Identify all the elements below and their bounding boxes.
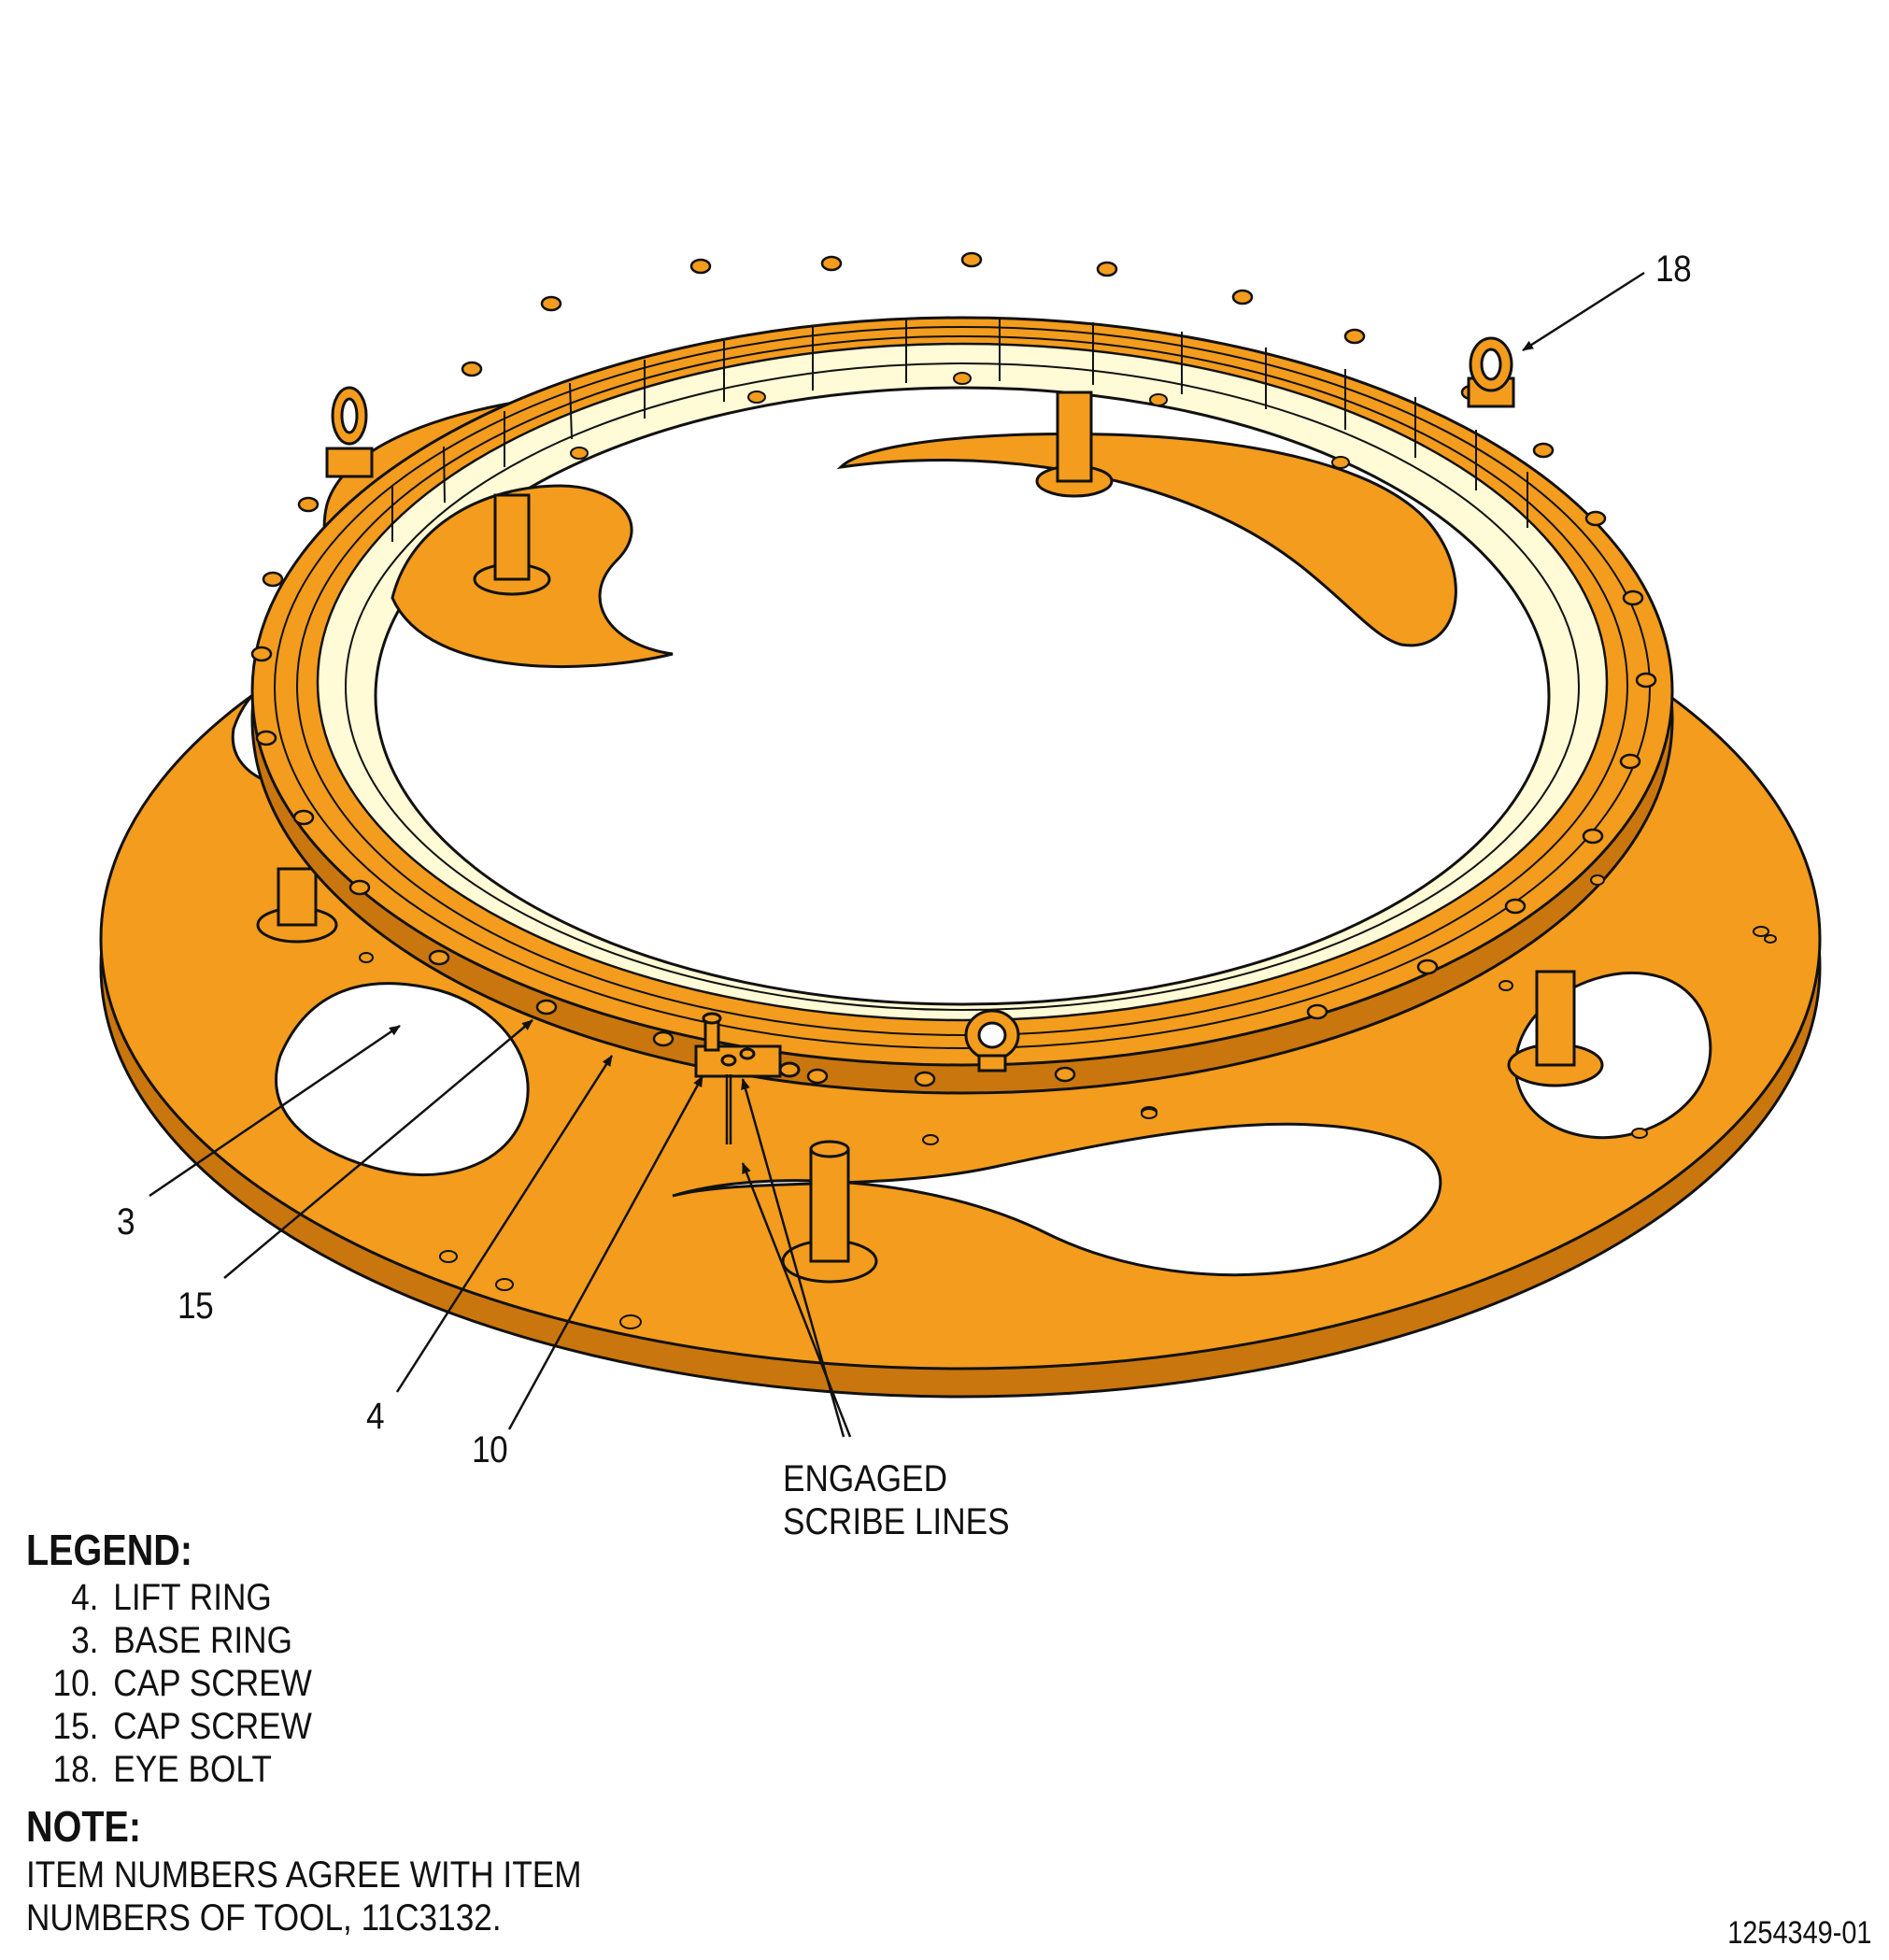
cap-screws (250, 251, 1657, 1087)
scribe-block (694, 1012, 801, 1144)
inner-plate (391, 391, 1457, 668)
legend-item-number: 4. (71, 1577, 99, 1618)
segment-divisions (391, 318, 1528, 542)
callout-4: 4 (366, 1396, 385, 1437)
callout-15: 15 (178, 1285, 214, 1327)
legend-heading: LEGEND: (26, 1526, 193, 1574)
legend-item: 18. EYE BOLT (26, 1749, 272, 1791)
eye-bolt-left (325, 386, 374, 478)
base-ring-cutout-left (275, 982, 530, 1177)
callout-10: 10 (472, 1429, 508, 1470)
lift-ring (250, 316, 1674, 1095)
callout-3: 3 (117, 1201, 135, 1243)
legend-item: 15. CAP SCREW (26, 1706, 312, 1748)
callout-engaged-line2: SCRIBE LINES (783, 1501, 1010, 1542)
leader-10 (507, 1075, 704, 1430)
leader-3 (149, 1024, 401, 1198)
inner-cap-screws (570, 372, 1350, 469)
legend-item-label: CAP SCREW (113, 1706, 312, 1747)
callout-engaged-line1: ENGAGED (783, 1458, 948, 1499)
note-line2: NUMBERS OF TOOL, 11C3132. (26, 1897, 502, 1939)
legend-item-label: BASE RING (113, 1620, 292, 1661)
eye-bolt-front (964, 1009, 1020, 1072)
lift-ring-holes (359, 874, 1605, 1145)
note-body: ITEM NUMBERS AGREE WITH ITEM NUMBERS OF … (26, 1853, 582, 1939)
eye-bolt-right (1467, 336, 1515, 408)
legend-item-label: CAP SCREW (113, 1663, 312, 1704)
legend-item-number: 10. (52, 1663, 99, 1704)
leader-15 (223, 1019, 533, 1279)
leader-4 (395, 1055, 614, 1393)
legend-item: 10. CAP SCREW (26, 1663, 312, 1705)
figure-id: 1254349-01 (1727, 1915, 1872, 1951)
legend-item-label: EYE BOLT (113, 1749, 272, 1790)
legend-item-number: 3. (71, 1620, 99, 1661)
callout-engaged-scribe-lines: ENGAGED SCRIBE LINES (783, 1457, 1010, 1543)
legend-item-label: LIFT RING (113, 1577, 272, 1618)
legend-item: 4. LIFT RING (26, 1577, 272, 1619)
note-line1: ITEM NUMBERS AGREE WITH ITEM (26, 1854, 582, 1896)
support-post-left (256, 867, 338, 944)
leader-18 (1522, 271, 1645, 352)
note-heading: NOTE: (26, 1802, 142, 1851)
base-ring-cutout-front (672, 1122, 1442, 1277)
support-post-right (1507, 970, 1604, 1087)
legend-item-number: 18. (52, 1749, 99, 1790)
legend-item-number: 15. (52, 1706, 99, 1747)
callout-18: 18 (1655, 249, 1692, 290)
support-post-front (781, 1140, 878, 1284)
legend-item: 3. BASE RING (26, 1620, 292, 1662)
callout-leaders (149, 271, 1645, 1438)
leader-scribe-b (741, 1162, 852, 1438)
